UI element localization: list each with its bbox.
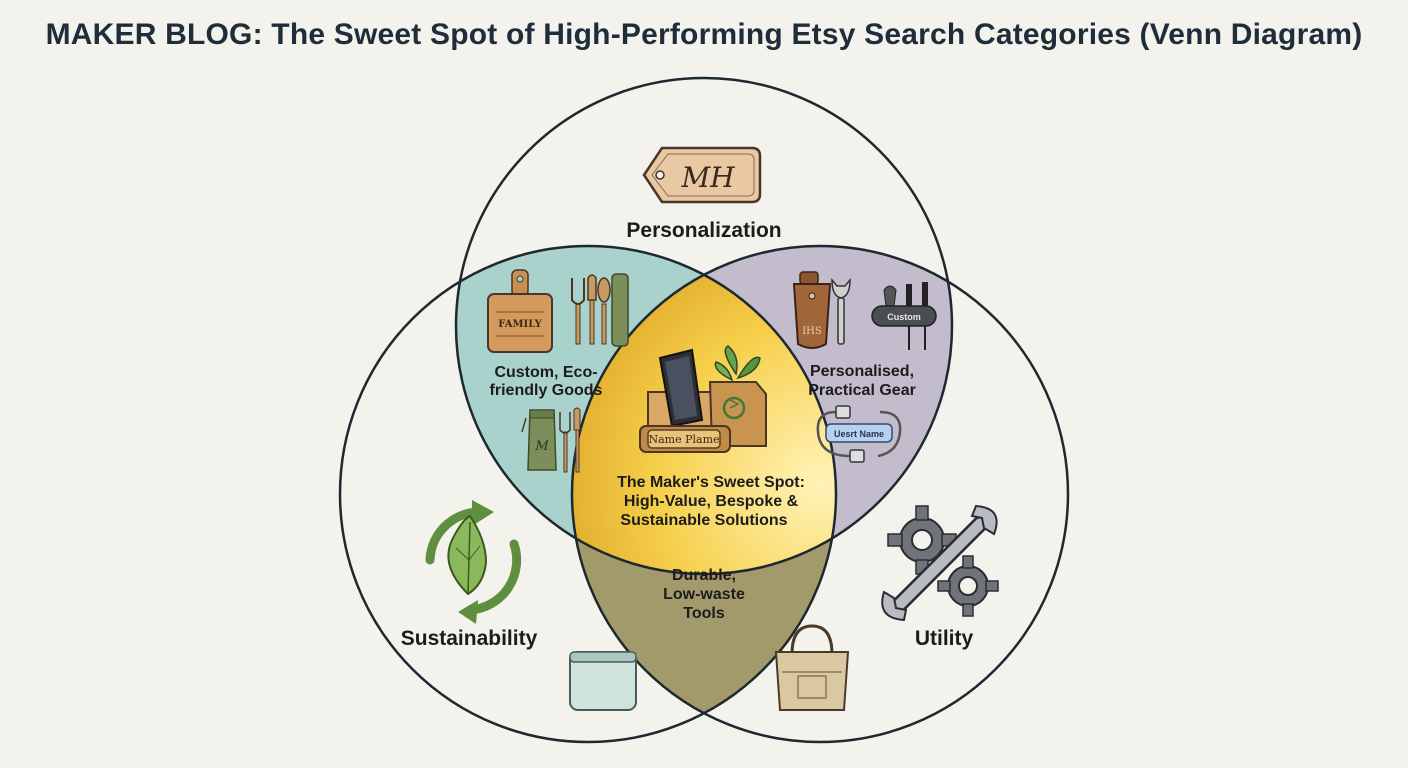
label-center-line2: High-Value, Bespoke &: [624, 493, 799, 510]
label-sustainability: Sustainability: [401, 627, 538, 650]
reusable-bag-icon: [569, 651, 637, 711]
circle-personalization: [454, 76, 954, 576]
label-personalization: Personalization: [626, 219, 781, 242]
label-top-right-line1: Personalised,: [810, 363, 914, 380]
bamboo-utensils-icon: [571, 273, 629, 347]
cutting-board-icon: FAMILY: [487, 269, 553, 353]
label-bottom-line1: Durable,: [672, 567, 736, 584]
page-title: MAKER BLOG: The Sweet Spot of High-Perfo…: [45, 18, 1363, 51]
label-bottom-line2: Low-waste: [663, 586, 745, 603]
cable-organizer-icon: Custom: [871, 282, 937, 350]
usb-cable-tag-icon: Uesrt Name: [816, 405, 902, 463]
gear-wrench-icon: [881, 504, 999, 622]
pouch-monogram: M: [534, 439, 549, 454]
label-bottom-line3: Tools: [683, 605, 725, 622]
tag-monogram-text: MH: [680, 161, 735, 194]
name-plate-text: Name Plame: [648, 433, 719, 446]
leather-sheath-icon: IHS: [792, 271, 832, 349]
label-utility: Utility: [915, 627, 974, 650]
cable-tag-label: Uesrt Name: [834, 429, 884, 439]
label-top-left-line1: Custom, Eco-: [494, 364, 597, 381]
phone-stand-planter-icon: Name Plame: [639, 345, 768, 453]
circle-utility: [570, 244, 1070, 744]
overlap-center: [572, 246, 836, 574]
label-top-right-line2: Practical Gear: [808, 382, 916, 399]
wrench-small-icon: [831, 277, 851, 345]
label-center-line1: The Maker's Sweet Spot:: [617, 474, 805, 491]
board-engraving: FAMILY: [498, 319, 542, 330]
monogram-tag-icon: MH: [642, 146, 762, 204]
label-top-left-line2: friendly Goods: [490, 382, 603, 399]
sheath-initials: IHS: [802, 326, 822, 337]
circle-sustainability: [338, 244, 838, 744]
tote-bag-icon: [774, 624, 850, 711]
organizer-label: Custom: [887, 312, 921, 322]
label-center-line3: Sustainable Solutions: [620, 512, 787, 529]
recycle-leaf-icon: [425, 500, 522, 624]
pouch-cutlery-icon: M: [521, 407, 581, 473]
